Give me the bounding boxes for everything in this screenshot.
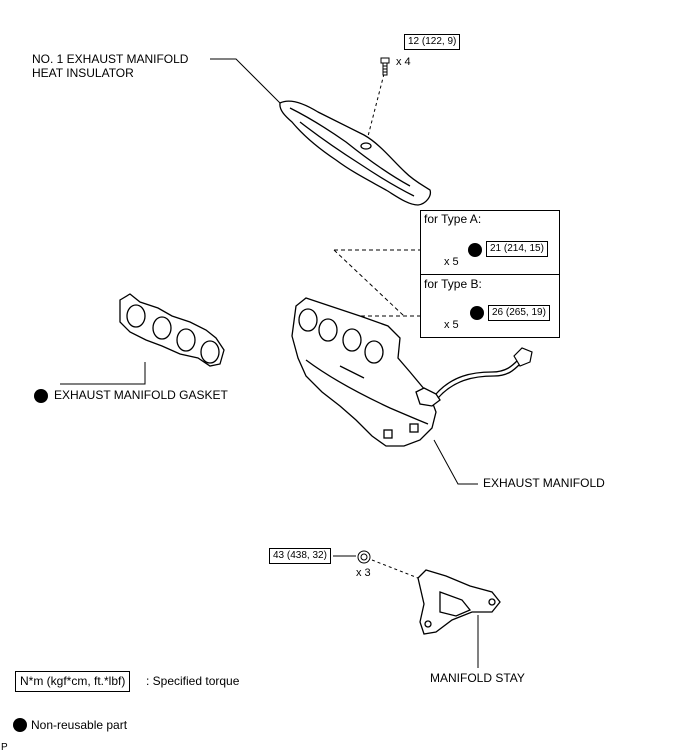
torque-type-b-nut: 26 (265, 19)	[488, 305, 550, 321]
nonreusable-icon-gasket	[34, 389, 48, 403]
nonreusable-icon-legend	[13, 718, 27, 732]
insulator-bolt	[380, 57, 390, 76]
nonreusable-icon-type-a	[468, 243, 482, 257]
type-a-label: for Type A:	[424, 212, 482, 226]
manifold-leader	[433, 439, 478, 485]
stay-bolt	[357, 550, 371, 564]
insulator-leader	[210, 58, 282, 105]
type-separator	[421, 274, 559, 275]
gasket-leader	[60, 362, 146, 385]
legend-nonreusable: Non-reusable part	[31, 718, 128, 732]
qty-type-a-nut: x 5	[444, 256, 459, 268]
qty-insulator-bolt: x 4	[396, 56, 411, 68]
legend-torque-unit: N*m (kgf*cm, ft.*lbf)	[15, 671, 131, 692]
heat-insulator-label-line2: HEAT INSULATOR	[32, 66, 134, 80]
type-b-label: for Type B:	[424, 277, 482, 291]
insulator-bolt-dash	[365, 73, 385, 145]
torque-stay-bolt: 43 (438, 32)	[269, 548, 331, 564]
stay-bolt-dash	[371, 559, 419, 579]
manifold-stay-label: MANIFOLD STAY	[430, 671, 525, 685]
torque-type-a-nut: 21 (214, 15)	[486, 241, 548, 257]
gasket-label: EXHAUST MANIFOLD GASKET	[54, 388, 228, 402]
qty-stay-bolt: x 3	[356, 567, 371, 579]
nonreusable-icon-type-b	[470, 306, 484, 320]
corner-mark: P	[1, 742, 8, 753]
heat-insulator-label-line1: NO. 1 EXHAUST MANIFOLD	[32, 52, 189, 66]
heat-insulator-part	[279, 100, 432, 206]
exhaust-manifold-part	[291, 297, 441, 447]
sensor-cable	[435, 359, 521, 399]
qty-type-b-nut: x 5	[444, 319, 459, 331]
exhaust-manifold-label: EXHAUST MANIFOLD	[483, 476, 605, 490]
torque-insulator-bolt: 12 (122, 9)	[404, 34, 461, 50]
legend-torque-desc: : Specified torque	[146, 674, 240, 688]
manifold-stay-part	[417, 569, 501, 635]
type-dash-diagonal	[333, 249, 405, 317]
exhaust-manifold-gasket-part	[119, 293, 225, 367]
sensor-connector	[513, 347, 533, 367]
